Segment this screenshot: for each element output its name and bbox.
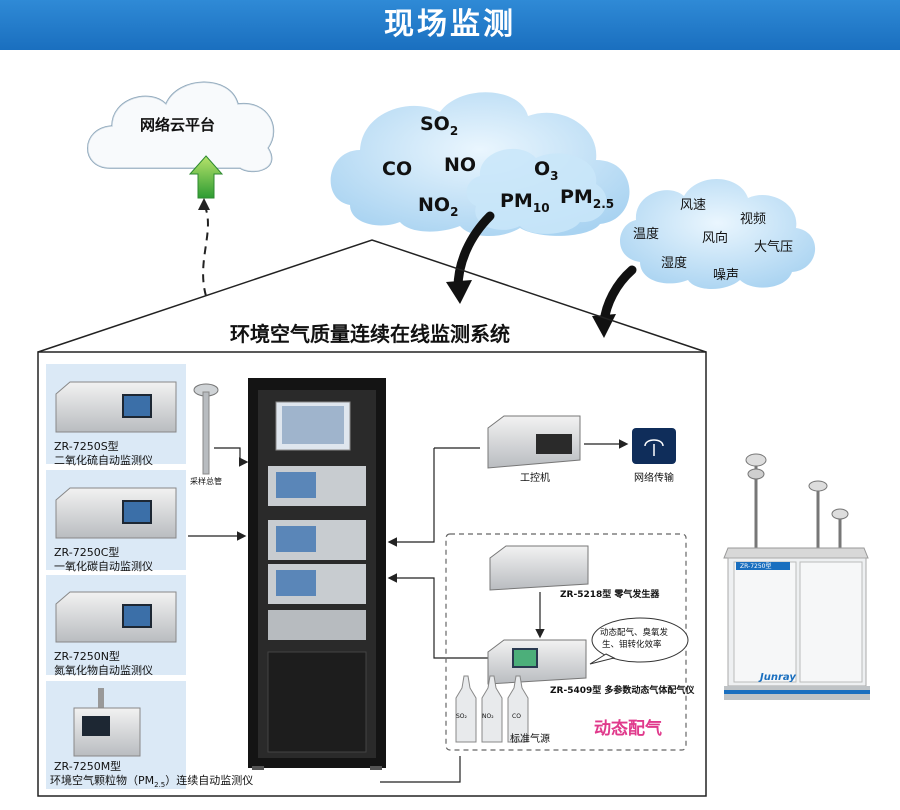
pollutant-pm10: PM10: [500, 190, 550, 215]
analyzer-2-model: ZR-7250C型: [54, 546, 120, 559]
header-banner: [0, 0, 900, 50]
instrument-cabinet: [248, 378, 386, 770]
system-title: 环境空气质量连续在线监测系统: [230, 322, 510, 346]
bottle-no2: NO₂: [482, 713, 494, 720]
analyzer-1-name: 二氧化硫自动监测仪: [54, 454, 153, 467]
pollutant-so2: SO2: [420, 113, 459, 138]
analyzer-2-name: 一氧化碳自动监测仪: [54, 560, 153, 573]
pollutant-arrow: [453, 211, 495, 293]
zero-gas-label: ZR-5218型 零气发生器: [560, 590, 660, 600]
network-label: 网络传输: [634, 473, 674, 484]
cloud-platform: [87, 81, 275, 173]
sampling-label: 采样总管: [190, 477, 222, 486]
gas-bottles: [455, 675, 529, 743]
pollutant-o3: O3: [534, 158, 559, 183]
analyzer-3-model: ZR-7250N型: [54, 650, 120, 663]
gas-calibrator: [487, 639, 587, 685]
analyzer-device-3: [55, 591, 177, 643]
calibrator-bubble-line2: 生、钼转化效率: [602, 640, 662, 650]
weather-humidity: 湿度: [661, 256, 688, 271]
weather-video: 视频: [740, 212, 767, 227]
calibrator-bubble: [591, 617, 689, 663]
std-gas-label: 标准气源: [510, 734, 550, 745]
upload-arrow-icon: [188, 155, 224, 199]
cloud-platform-label: 网络云平台: [140, 116, 216, 134]
analyzer-4-name: 环境空气颗粒物（PM2.5）连续自动监测仪: [50, 774, 254, 790]
analyzer-device-4: [73, 688, 141, 757]
pollutant-cloud: [330, 92, 630, 237]
calibrator-label: ZR-5409型 多参数动态气体配气仪: [550, 686, 695, 696]
station-plate: ZR-7250型: [740, 563, 772, 570]
sampling-manifold: [193, 383, 219, 475]
monitoring-station: [723, 453, 870, 700]
analyzer-device-2: [55, 487, 177, 539]
ipc-label: 工控机: [520, 473, 550, 484]
page-title: 现场监测: [384, 7, 516, 42]
weather-noise: 噪声: [713, 268, 740, 283]
weather-wind-direction: 风向: [702, 231, 729, 246]
weather-temperature: 温度: [633, 227, 660, 242]
industrial-pc: [487, 415, 581, 469]
pollutant-co: CO: [382, 158, 413, 180]
network-icon: [632, 428, 676, 464]
zero-gas-generator: [489, 545, 589, 591]
upload-dashed-line: [202, 203, 209, 297]
weather-pressure: 大气压: [754, 240, 794, 255]
analyzer-device-1: [55, 381, 177, 433]
pollutant-no: NO: [444, 154, 477, 176]
dynamic-label: 动态配气: [594, 719, 662, 739]
analyzer-1-model: ZR-7250S型: [54, 440, 119, 453]
analyzer-4-model: ZR-7250M型: [54, 760, 122, 773]
weather-cloud: [620, 178, 816, 289]
system-frame: [37, 239, 707, 353]
pollutant-no2: NO2: [418, 194, 459, 219]
bottle-co: CO: [512, 713, 521, 720]
calibrator-bubble-line1: 动态配气、臭氧发: [600, 628, 669, 638]
station-brand: Junray: [760, 672, 796, 683]
pollutant-pm25: PM2.5: [560, 186, 615, 211]
bottle-so2: SO₂: [456, 713, 467, 720]
weather-arrow: [599, 265, 637, 327]
analyzer-3-name: 氮氧化物自动监测仪: [54, 664, 153, 677]
weather-wind-speed: 风速: [680, 198, 707, 213]
